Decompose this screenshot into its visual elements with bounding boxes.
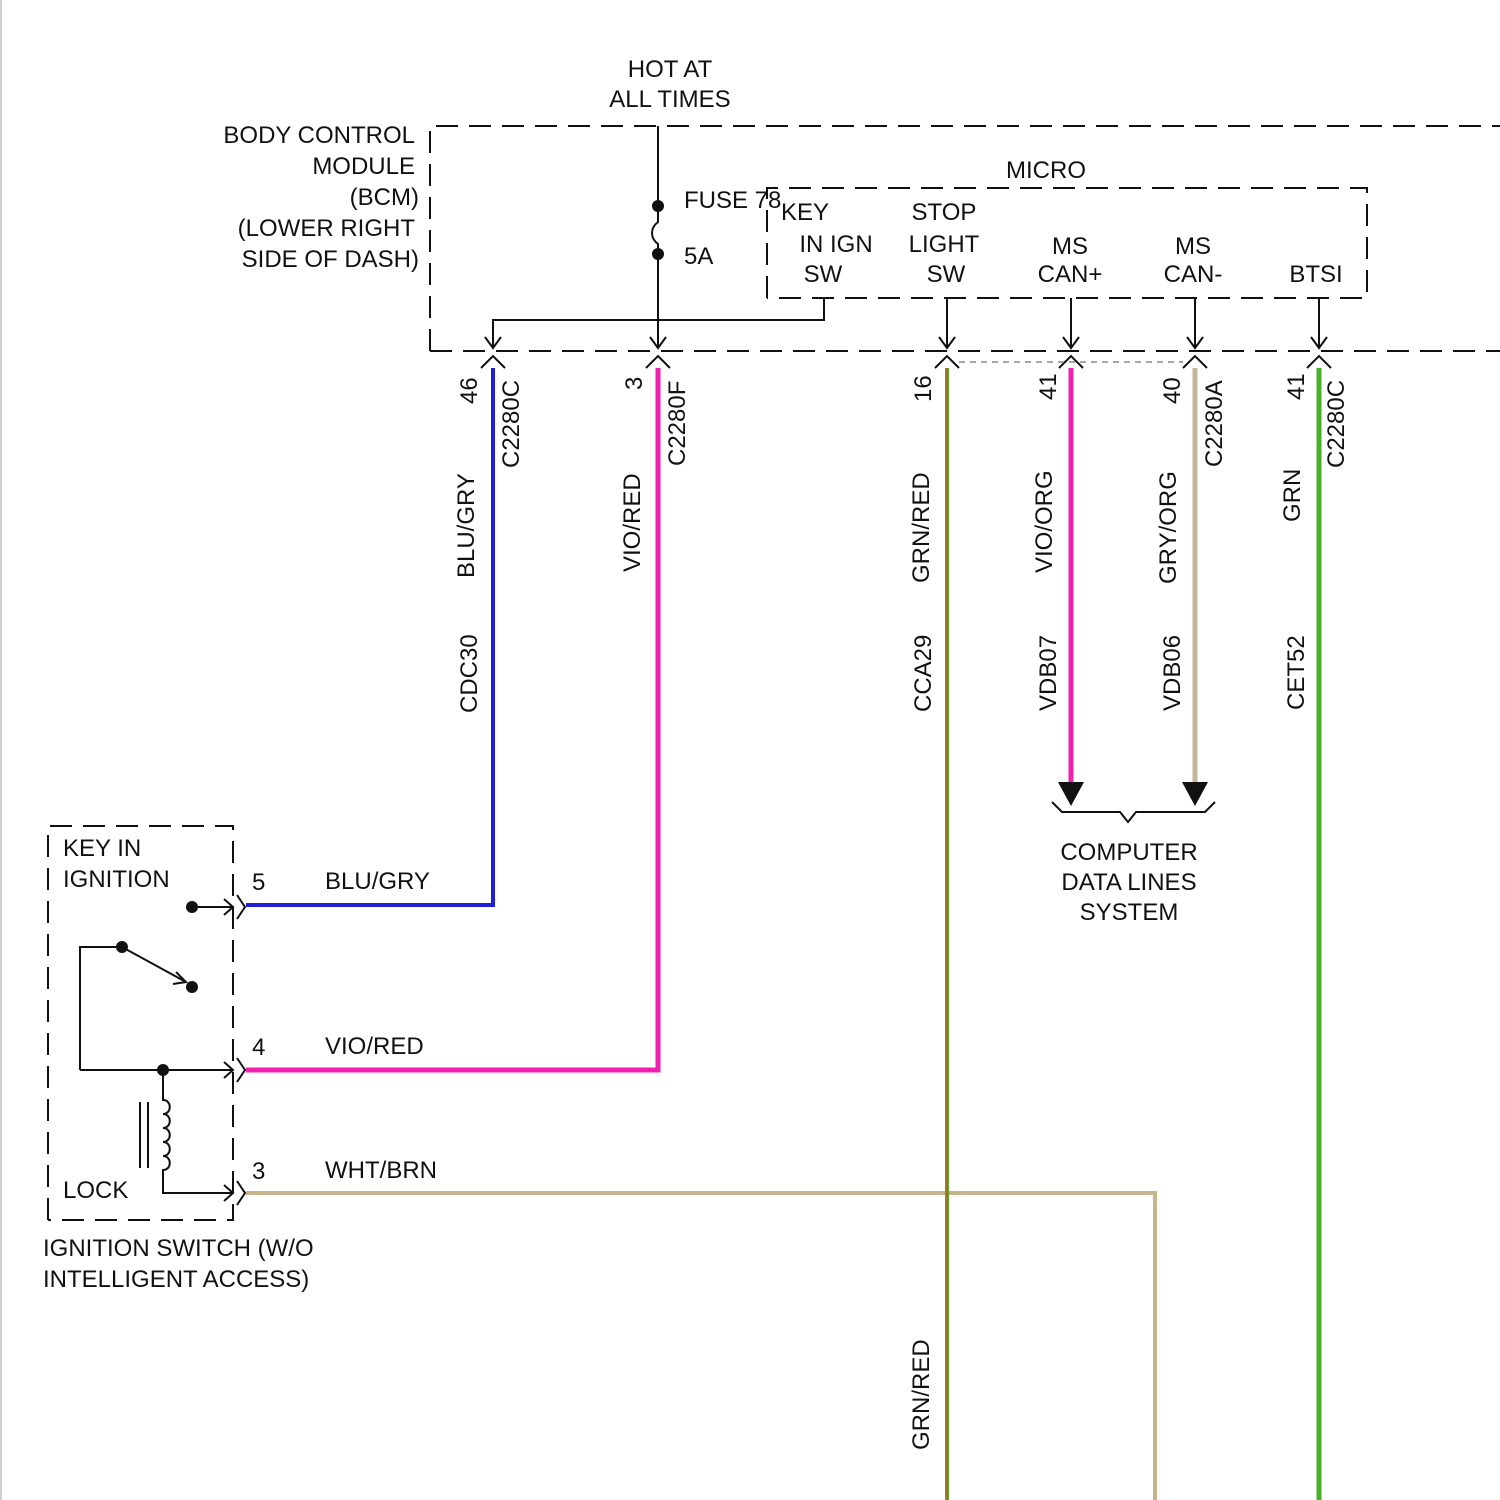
pin-label-40: 40 bbox=[1159, 377, 1186, 404]
ms-can-minus-line1: MS bbox=[1175, 233, 1211, 260]
circuit-label-cet52: CET52 bbox=[1283, 635, 1310, 710]
key-in-ign-sw-line3: SW bbox=[804, 261, 843, 288]
switch-blade bbox=[122, 947, 186, 982]
circuit-labels: 46 C2280C BLU/GRY CDC30 3 C2280F VIO/RED… bbox=[453, 373, 1350, 1450]
wire-color-label-grn-red: GRN/RED bbox=[908, 472, 935, 583]
connector-label-c2280c-1: C2280C bbox=[498, 380, 525, 468]
wire-wht-brn bbox=[246, 1193, 1155, 1500]
lock-solenoid-coil bbox=[163, 1070, 233, 1193]
switch-cavity-3 bbox=[237, 1181, 245, 1205]
bcm-label-line2: MODULE bbox=[312, 153, 415, 180]
wire-color-label-blu-gry: BLU/GRY bbox=[453, 473, 480, 578]
micro-title: MICRO bbox=[1006, 157, 1086, 184]
bcm-label-line3: (BCM) bbox=[350, 184, 419, 211]
key-in-label-line2: IGNITION bbox=[63, 866, 170, 893]
data-lines-label-line1: COMPUTER bbox=[1060, 839, 1197, 866]
micro-box: MICRO KEY IN IGN SW STOP LIGHT SW MS CAN… bbox=[767, 157, 1367, 298]
switch-cavity-5 bbox=[237, 895, 245, 919]
bcm-label-line1: BODY CONTROL bbox=[223, 122, 415, 149]
switch-pin-4: 4 bbox=[252, 1034, 265, 1061]
switch-pin-3: 3 bbox=[252, 1158, 265, 1185]
ignition-switch-caption-line1: IGNITION SWITCH (W/O bbox=[43, 1235, 314, 1262]
fuse-rating: 5A bbox=[684, 243, 713, 270]
data-lines-label-line3: SYSTEM bbox=[1080, 899, 1179, 926]
stop-light-sw-line3: SW bbox=[927, 261, 966, 288]
fuse-78-symbol bbox=[652, 206, 658, 254]
stop-light-sw-line2: LIGHT bbox=[909, 231, 980, 258]
switch-wire-blu-gry: BLU/GRY bbox=[325, 868, 430, 895]
circuit-label-vdb06: VDB06 bbox=[1159, 635, 1186, 711]
switch-frame bbox=[80, 947, 122, 1070]
switch-contact bbox=[186, 981, 198, 993]
data-line-arrow-can-minus bbox=[1182, 782, 1208, 806]
wire-color-label-vio-org: VIO/ORG bbox=[1031, 470, 1058, 573]
lock-label: LOCK bbox=[63, 1177, 128, 1204]
circuit-label-vdb07: VDB07 bbox=[1035, 635, 1062, 711]
data-lines-label-line2: DATA LINES bbox=[1061, 869, 1196, 896]
ignition-switch-caption-line2: INTELLIGENT ACCESS) bbox=[43, 1266, 309, 1293]
ms-can-plus-line2: CAN+ bbox=[1038, 261, 1103, 288]
wire-color-label-gry-org: GRY/ORG bbox=[1155, 471, 1182, 584]
ignition-switch: KEY IN IGNITION LOCK 5 BLU/GRY 4 VIO/RED… bbox=[43, 826, 437, 1293]
connector-label-c2280c-2: C2280C bbox=[1323, 380, 1350, 468]
pin-label-16: 16 bbox=[910, 375, 937, 402]
bcm-label-line4: (LOWER RIGHT bbox=[238, 215, 416, 242]
computer-data-lines: COMPUTER DATA LINES SYSTEM bbox=[1052, 782, 1215, 926]
hot-at-label-line2: ALL TIMES bbox=[609, 86, 730, 113]
cavity-mark-41-btsi bbox=[1307, 356, 1331, 368]
key-in-ign-sw-line2: IN IGN bbox=[799, 231, 872, 258]
wire-vio-red bbox=[246, 368, 658, 1070]
circuit-label-cdc30: CDC30 bbox=[456, 634, 483, 713]
wire-color-label-grn-red-bottom: GRN/RED bbox=[908, 1339, 935, 1450]
wire-color-label-grn: GRN bbox=[1279, 469, 1306, 522]
pin-label-3: 3 bbox=[621, 377, 648, 390]
stop-light-sw-line1: STOP bbox=[912, 199, 977, 226]
ms-can-minus-line2: CAN- bbox=[1164, 261, 1223, 288]
hot-at-label-line1: HOT AT bbox=[628, 56, 713, 83]
switch-wire-wht-brn: WHT/BRN bbox=[325, 1157, 437, 1184]
pin-label-41-btsi: 41 bbox=[1283, 373, 1310, 400]
data-line-arrow-can-plus bbox=[1058, 782, 1084, 806]
bcm-label-line5: SIDE OF DASH) bbox=[242, 246, 419, 273]
cavity-mark-3 bbox=[646, 356, 670, 368]
switch-cavity-4 bbox=[237, 1058, 245, 1082]
cavity-mark-16 bbox=[935, 356, 959, 368]
ms-can-plus-line1: MS bbox=[1052, 233, 1088, 260]
pin-label-41: 41 bbox=[1035, 373, 1062, 400]
connector-label-c2280a: C2280A bbox=[1201, 380, 1228, 467]
cavity-mark-40 bbox=[1183, 356, 1207, 368]
bcm-connector-marks bbox=[481, 356, 1331, 368]
switch-wire-vio-red: VIO/RED bbox=[325, 1033, 424, 1060]
key-in-label-line1: KEY IN bbox=[63, 835, 141, 862]
connector-label-c2280f: C2280F bbox=[664, 381, 691, 466]
btsi-label: BTSI bbox=[1289, 261, 1342, 288]
power-supply: HOT AT ALL TIMES FUSE 78 5A bbox=[609, 56, 781, 348]
cavity-mark-46 bbox=[481, 356, 505, 368]
key-in-ign-sw-line1: KEY bbox=[781, 199, 829, 226]
switch-pin-5: 5 bbox=[252, 869, 265, 896]
data-lines-brace bbox=[1052, 802, 1215, 822]
micro-leads bbox=[485, 298, 1327, 348]
circuit-label-cca29: CCA29 bbox=[910, 635, 937, 712]
wire-color-label-vio-red: VIO/RED bbox=[619, 473, 646, 572]
pin-label-46: 46 bbox=[456, 377, 483, 404]
